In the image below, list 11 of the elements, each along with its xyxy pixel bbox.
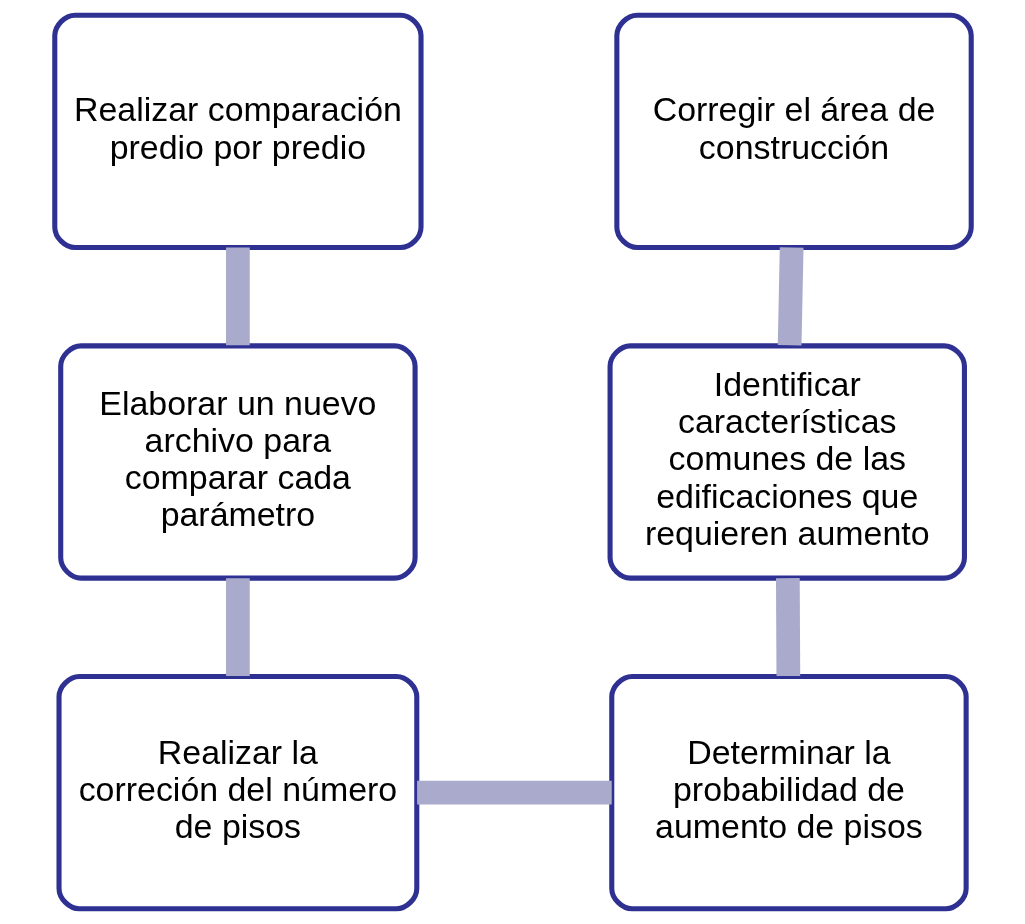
node-box: Realizar la correción del número de pisos — [55, 673, 419, 912]
connector — [775, 578, 800, 677]
node-box: Corregir el área de construcción — [613, 12, 974, 251]
node-box: Realizar comparación predio por predio — [51, 12, 424, 251]
connector — [225, 578, 250, 676]
node-box: Identificar características comunes de las edificaciones que requieren aumento — [607, 343, 967, 581]
connector — [416, 780, 612, 805]
connector — [225, 247, 250, 346]
node-box: Elaborar un nuevo archivo para comparar cada parámetro — [57, 343, 418, 581]
connector — [777, 247, 804, 346]
node-box: Determinar la probabilidad de aumento de pisos — [608, 673, 969, 912]
